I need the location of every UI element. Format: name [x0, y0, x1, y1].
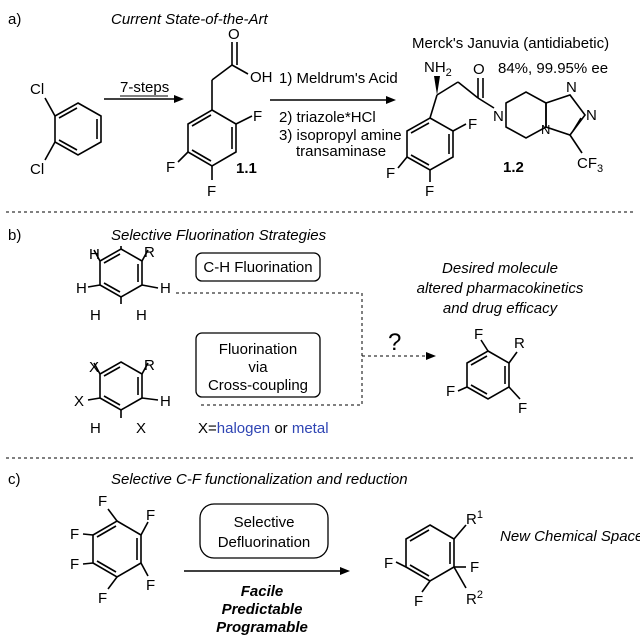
arrow-1-label: 7-steps	[120, 79, 169, 96]
f-label-1-1-a: F	[253, 108, 262, 125]
condition-step-1: 1) Meldrum's Acid	[279, 70, 398, 87]
oh-label: OH	[250, 69, 273, 86]
compound-1-2-label: 1.2	[503, 159, 524, 176]
f-label-prod-a: F	[470, 559, 479, 576]
strategy-connector	[176, 292, 363, 406]
h-label-b1-blue-a: H	[89, 246, 100, 263]
cl-label-bottom: Cl	[30, 161, 44, 178]
f-label-desired-a: F	[474, 326, 483, 343]
triazole-n-label-1: N	[566, 79, 577, 96]
amide-n-label: N	[493, 108, 504, 125]
f-label-c6f6-c: F	[70, 526, 79, 543]
r2-label: R2	[466, 589, 483, 608]
desired-line-2: altered pharmacokinetics	[417, 280, 584, 297]
desired-line-3: and drug efficacy	[443, 300, 559, 317]
f-label-c6f6-d: F	[70, 556, 79, 573]
h-label-b1-blue-c: H	[136, 307, 147, 324]
f-label-desired-b: F	[446, 383, 455, 400]
hexafluorobenzene-structure	[82, 508, 149, 590]
f-label-c6f6-f: F	[98, 590, 107, 607]
compound-1-1-label: 1.1	[236, 160, 257, 177]
f-label-1-1-c: F	[207, 183, 216, 200]
r1-label: R1	[466, 509, 483, 528]
r-label-desired: R	[514, 335, 525, 352]
arene-h-structure	[87, 246, 159, 304]
desired-line-1: Desired molecule	[442, 260, 558, 277]
arrow-head-1	[174, 95, 184, 103]
functionalized-arene-structure	[395, 524, 467, 593]
x-label-b2-a: X	[89, 359, 99, 376]
x-label-b2-b: X	[74, 393, 84, 410]
product-name: Merck's Januvia (antidiabetic)	[412, 35, 609, 52]
f-label-1-2-b: F	[386, 165, 395, 182]
januvia-structure	[397, 78, 586, 182]
triazole-n-label-2: N	[586, 107, 597, 124]
facile-label: Facile	[241, 583, 284, 600]
x-definition: X=halogen or metal	[198, 420, 329, 437]
panel-a-title: Current State-of-the-Art	[111, 11, 269, 28]
f-label-prod-c: F	[414, 593, 423, 610]
predictable-label: Predictable	[222, 601, 303, 618]
h-label-b1-black-a: H	[160, 280, 171, 297]
programable-label: Programable	[216, 619, 308, 636]
triazole-n-label-3: N	[541, 122, 550, 137]
condition-step-3b: transaminase	[296, 143, 386, 160]
dichlorobenzene-structure: Cl Cl	[30, 81, 102, 178]
panel-b-title: Selective Fluorination Strategies	[111, 227, 327, 244]
f-label-1-2-c: F	[425, 183, 434, 200]
panel-b-label: b)	[8, 227, 21, 244]
cross-coupling-line-1: Fluorination	[219, 341, 297, 358]
condition-step-2: 2) triazole*HCl	[279, 109, 376, 126]
f-label-prod-b: F	[384, 555, 393, 572]
cross-coupling-line-2: via	[248, 359, 268, 376]
carbonyl-o-label-1: O	[228, 26, 240, 43]
defluorination-box	[199, 503, 329, 559]
nh2-label: NH2	[424, 59, 452, 79]
h-label-b2-a: H	[160, 393, 171, 410]
arene-x-structure	[87, 361, 159, 418]
cross-coupling-box	[195, 332, 321, 398]
f-label-desired-c: F	[518, 400, 527, 417]
h-label-b1-blue-b: H	[76, 280, 87, 297]
dashed-arrow-head	[426, 352, 436, 360]
panel-c-label: c)	[8, 471, 21, 488]
panel-c-title: Selective C-F functionalization and redu…	[111, 471, 408, 488]
f-label-1-1-b: F	[166, 159, 175, 176]
defluorination-line-2: Defluorination	[218, 534, 311, 551]
product-yield: 84%, 99.95% ee	[498, 60, 608, 77]
condition-step-3: 3) isopropyl amine	[279, 127, 402, 144]
f-label-c6f6-a: F	[98, 493, 107, 510]
r-label-b1: R	[144, 244, 155, 261]
stereo-wedge	[434, 76, 440, 95]
h-label-b1-black-b: H	[90, 307, 101, 324]
r-label-b2: R	[144, 357, 155, 374]
defluorination-line-1: Selective	[234, 514, 295, 531]
ch-fluorination-label: C-H Fluorination	[203, 259, 312, 276]
desired-arene-structure	[457, 339, 521, 400]
cross-coupling-line-3: Cross-coupling	[208, 377, 308, 394]
cl-label-top: Cl	[30, 81, 44, 98]
arrow-head-2	[386, 96, 396, 104]
new-chemical-space-label: New Chemical Space!	[500, 528, 640, 545]
panel-a-label: a)	[8, 11, 21, 28]
arrow-head-c	[340, 567, 350, 575]
cf3-label: CF3	[577, 155, 603, 175]
f-label-c6f6-b: F	[146, 507, 155, 524]
carbonyl-o-label-2: O	[473, 61, 485, 78]
f-label-1-2-a: F	[468, 116, 477, 133]
question-mark: ?	[388, 329, 401, 356]
f-label-c6f6-e: F	[146, 577, 155, 594]
ch-fluorination-box	[195, 252, 321, 282]
h-label-b2-b: H	[90, 420, 101, 437]
x-label-b2-c: X	[136, 420, 146, 437]
compound-1-1-structure	[177, 42, 253, 180]
